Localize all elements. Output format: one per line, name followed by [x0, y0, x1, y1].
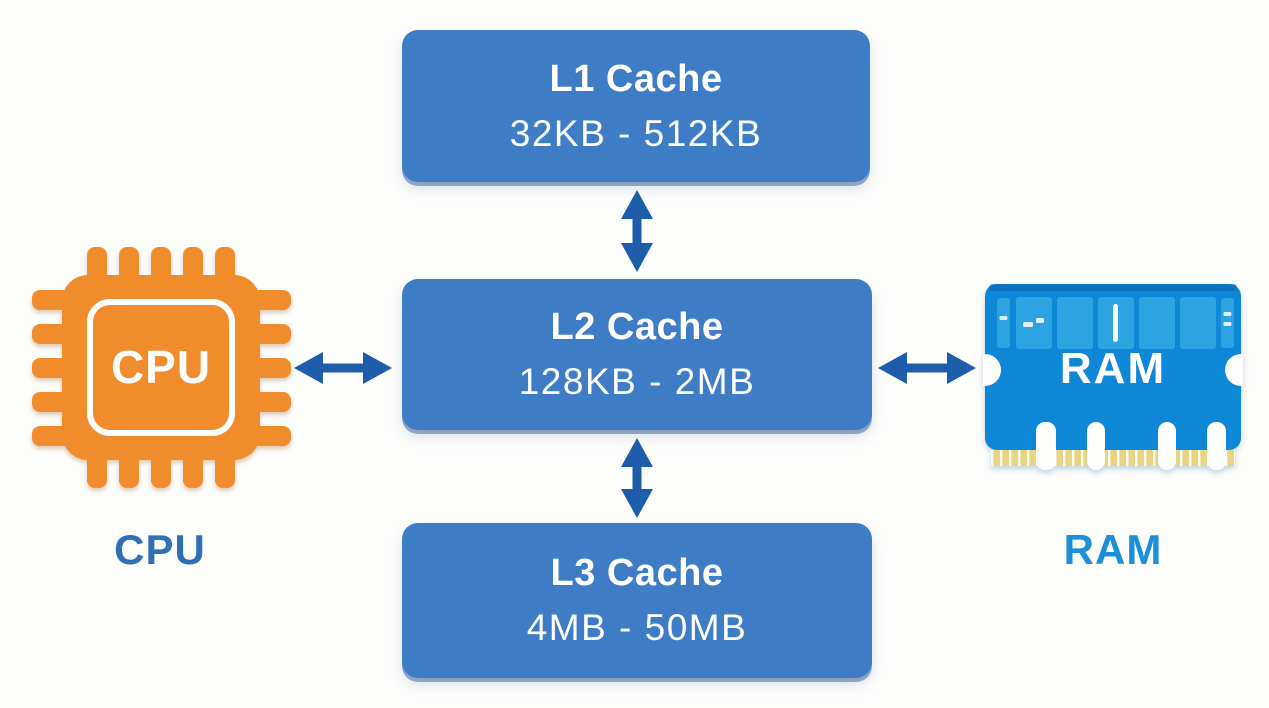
ram-caption: RAM: [1063, 526, 1163, 573]
l3-cache-box: L3 Cache 4MB - 50MB: [402, 523, 872, 678]
cpu-caption: CPU: [114, 526, 206, 573]
ram-module-text: RAM: [1059, 344, 1167, 393]
ram-module-graphic: [969, 284, 1257, 470]
arrow-l2-l3-icon: [621, 438, 653, 518]
l2-cache-title: L2 Cache: [550, 306, 724, 348]
cpu-chip-icon: [30, 245, 293, 490]
arrow-l2-ram-icon: [878, 352, 976, 384]
l2-cache-range: 128KB - 2MB: [518, 361, 756, 402]
arrow-cpu-l2-icon: [294, 352, 392, 384]
l3-cache-title: L3 Cache: [550, 552, 724, 594]
l1-cache-range: 32KB - 512KB: [509, 112, 763, 154]
cpu-chip-text: CPU: [110, 341, 212, 393]
l3-cache-range: 4MB - 50MB: [526, 607, 748, 648]
cpu-chip-graphic: [32, 247, 291, 488]
l1-cache-title: L1 Cache: [549, 57, 723, 100]
l2-cache-box: L2 Cache 128KB - 2MB: [402, 279, 872, 430]
ram-module-icon: [969, 282, 1257, 470]
arrow-l1-l2-icon: [621, 190, 653, 272]
l1-cache-box: L1 Cache 32KB - 512KB: [402, 30, 870, 182]
